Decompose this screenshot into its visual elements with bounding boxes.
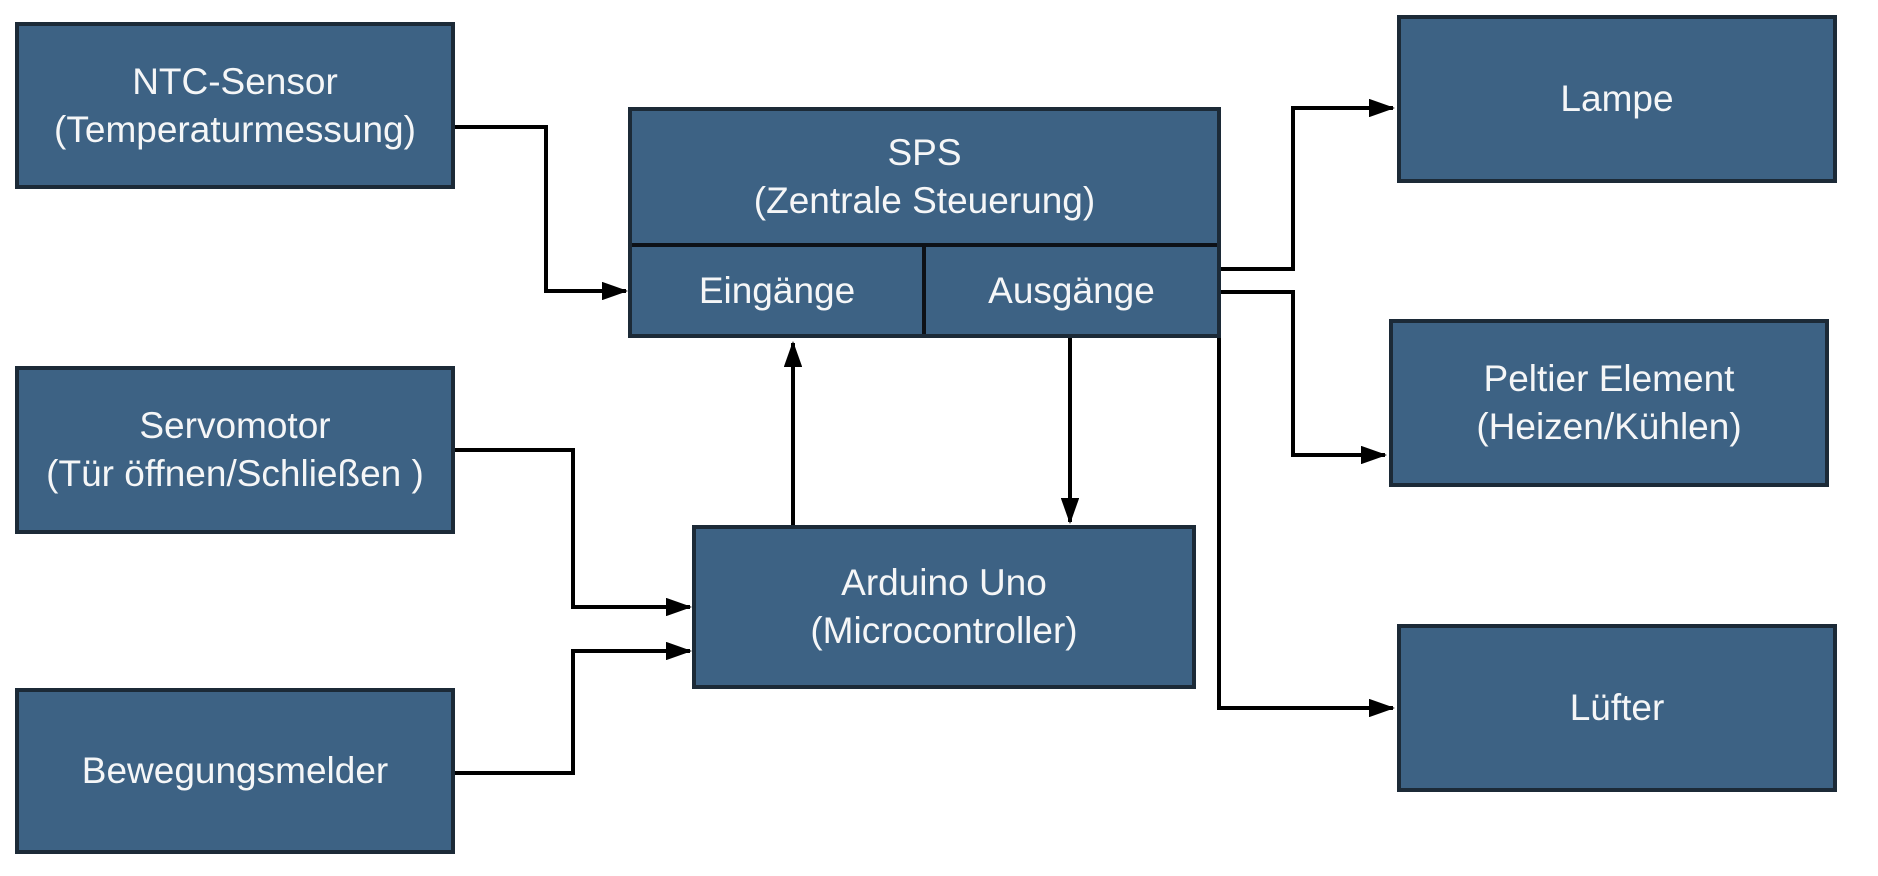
node-sublabel: (Microcontroller) — [810, 610, 1078, 651]
eingaenge-label: Eingänge — [698, 269, 856, 311]
sps-header: SPS (Zentrale Steuerung) — [632, 111, 1217, 243]
connector-servo-to-arduino — [455, 448, 692, 617]
node-label: Bewegungsmelder — [81, 750, 389, 791]
ausgaenge-label: Ausgänge — [988, 269, 1155, 311]
connector-ausgaenge-to-luefter — [1217, 323, 1395, 718]
node-luefter: Lüfter — [1397, 624, 1837, 792]
node-label: Arduino Uno — [841, 562, 1047, 603]
node-label: Peltier Element — [1483, 358, 1735, 399]
connector-ausgaenge-to-lampe — [1219, 98, 1395, 271]
node-ntc-sensor: NTC-Sensor (Temperaturmessung) — [15, 22, 455, 189]
node-servomotor: Servomotor (Tür öffnen/Schließen ) — [15, 366, 455, 534]
node-sublabel: (Tür öffnen/Schließen ) — [46, 453, 424, 494]
node-label: SPS — [887, 132, 962, 173]
node-label: Lampe — [1560, 78, 1674, 119]
connector-ausgaenge-to-peltier — [1219, 290, 1387, 465]
node-bewegungsmelder: Bewegungsmelder — [15, 688, 455, 854]
connector-bewegung-to-arduino — [455, 641, 692, 775]
node-arduino: Arduino Uno (Microcontroller) — [692, 525, 1196, 689]
node-label: Servomotor — [139, 405, 331, 446]
sps-io-row: Eingänge Ausgänge — [632, 243, 1217, 334]
node-sps: SPS (Zentrale Steuerung) Eingänge Ausgän… — [628, 107, 1221, 338]
sps-cell-ausgaenge: Ausgänge — [926, 247, 1217, 334]
node-label: Lüfter — [1569, 687, 1665, 728]
node-sublabel: (Zentrale Steuerung) — [753, 180, 1096, 221]
node-peltier: Peltier Element (Heizen/Kühlen) — [1389, 319, 1829, 487]
connector-ntc-to-eingaenge — [455, 125, 628, 301]
node-lampe: Lampe — [1397, 15, 1837, 183]
node-label: NTC-Sensor — [132, 60, 338, 102]
node-sublabel: (Temperaturmessung) — [54, 108, 416, 150]
node-sublabel: (Heizen/Kühlen) — [1476, 406, 1742, 447]
sps-cell-eingaenge: Eingänge — [632, 247, 926, 334]
